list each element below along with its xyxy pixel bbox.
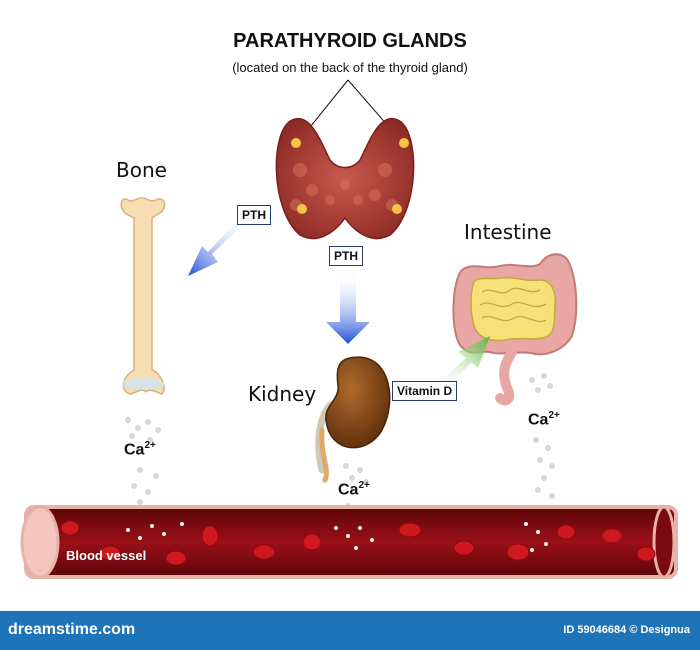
pth-arrow-to-bone bbox=[188, 216, 248, 276]
calcium-charge: 2+ bbox=[358, 480, 370, 491]
kidney-label: Kidney bbox=[248, 382, 317, 406]
calcium-label-intestine: Ca2+ bbox=[528, 410, 560, 429]
diagram-title: PARATHYROID GLANDS bbox=[233, 30, 467, 52]
blood-vessel bbox=[20, 505, 678, 579]
pth-arrow-to-kidney bbox=[326, 270, 370, 344]
vitamin-d-label: Vitamin D bbox=[392, 381, 458, 401]
red-blood-cells bbox=[60, 520, 656, 566]
pth-label-to-bone: PTH bbox=[237, 205, 271, 225]
bone-illustration bbox=[120, 197, 166, 395]
calcium-symbol: Ca bbox=[124, 441, 145, 459]
thyroid-gland-illustration bbox=[275, 117, 415, 240]
calcium-charge: 2+ bbox=[144, 440, 156, 451]
calcium-label-bone: Ca2+ bbox=[124, 440, 156, 459]
parathyroid-gland-dots bbox=[291, 138, 409, 214]
footer-brand-link[interactable]: dreamstime.com bbox=[8, 621, 136, 638]
kidney-illustration bbox=[315, 356, 391, 483]
blood-calcium-particles bbox=[126, 522, 548, 552]
intestine-label: Intestine bbox=[464, 220, 552, 244]
calcium-symbol: Ca bbox=[338, 481, 359, 499]
vitamin-d-arrow-to-intestine bbox=[438, 336, 490, 390]
calcium-label-kidney: Ca2+ bbox=[338, 480, 370, 499]
footer-credit: ID 59046684 © Designua bbox=[563, 624, 690, 636]
diagram-subtitle: (located on the back of the thyroid glan… bbox=[232, 60, 468, 75]
bone-label: Bone bbox=[116, 158, 167, 182]
calcium-charge: 2+ bbox=[548, 410, 560, 421]
pth-label-to-kidney: PTH bbox=[329, 246, 363, 266]
calcium-symbol: Ca bbox=[528, 411, 549, 429]
blood-vessel-label: Blood vessel bbox=[66, 548, 147, 563]
intestine-illustration bbox=[452, 253, 578, 406]
footer-bar: dreamstime.com ID 59046684 © Designua bbox=[0, 611, 700, 650]
